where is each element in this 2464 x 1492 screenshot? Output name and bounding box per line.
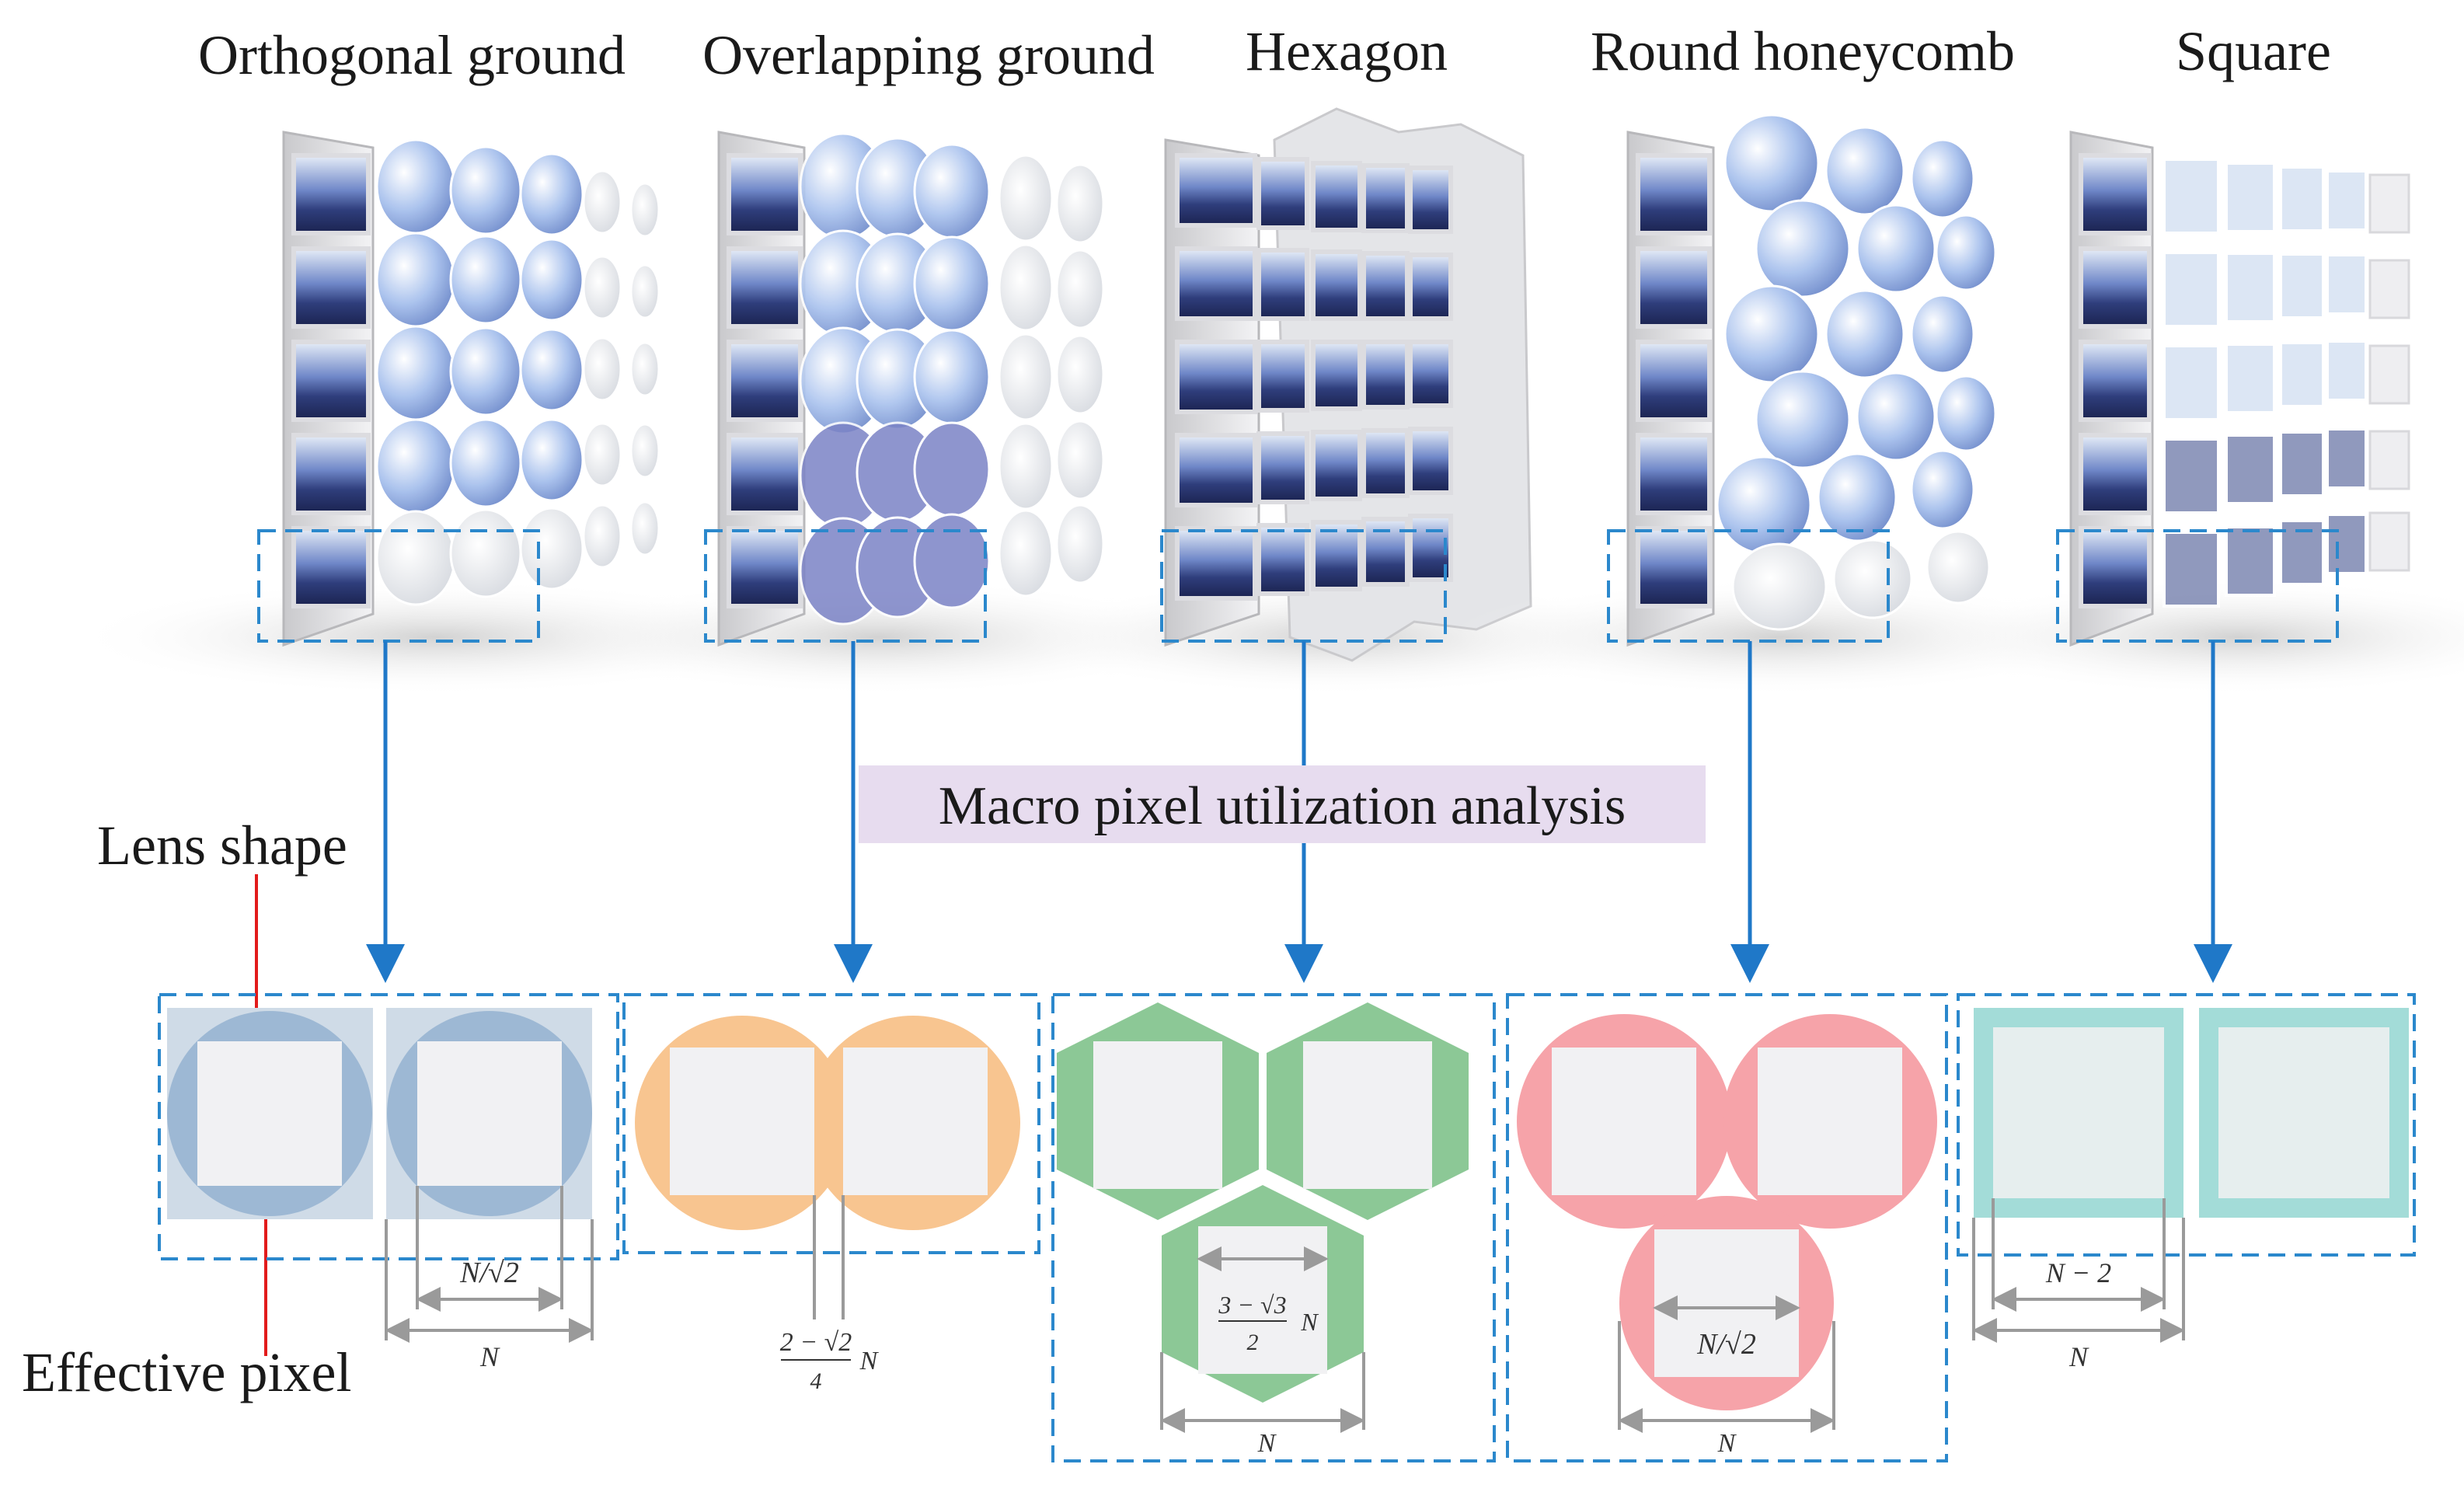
lens-diagram-square: N − 2 N [1957,993,2416,1372]
panel-overlapping [544,131,1212,695]
panel-square [1912,131,2464,695]
title-round-honeycomb: Round honeycomb [1591,20,2015,82]
dim-hex-outer: N [1257,1429,1277,1458]
title-hexagon: Hexagon [1246,20,1448,82]
label-lens-shape: Lens shape [97,814,347,877]
title-orthogonal-ground: Orthogonal ground [198,24,626,86]
dim-hex-variable: N [1300,1308,1319,1336]
lens-diagram-hexagon: 3 − √3 2 N N [1051,993,1496,1462]
title-square: Square [2176,20,2331,82]
dim-overlap-variable: N [859,1347,880,1375]
dim-orthogonal-inner: N/√2 [459,1257,519,1289]
dim-hex-denominator: 2 [1247,1330,1259,1355]
dim-round-outer: N [1717,1429,1737,1458]
dim-hex-numerator: 3 − √3 [1218,1291,1286,1319]
banner-background [859,765,1706,843]
dim-round-inner: N/√2 [1696,1328,1756,1361]
selection-box-orthogonal [257,529,540,643]
label-effective-pixel: Effective pixel [22,1341,351,1403]
effective-pixel-square [197,1041,342,1186]
title-overlapping-ground: Overlapping ground [702,24,1155,86]
lens-diagram-orthogonal: N/√2 N [158,993,619,1372]
panel-hexagon [1010,107,1663,695]
dim-square-outer: N [2068,1341,2089,1372]
banner-macro-pixel-utilization: Macro pixel utilization analysis [939,776,1626,836]
dim-orthogonal-outer: N [479,1341,500,1372]
selection-box-overlapping [704,529,987,643]
lens-diagram-overlapping: 2 − √2 4 N [622,993,1040,1394]
dim-square-inner: N − 2 [2045,1257,2111,1288]
lens-diagram-round-honeycomb: N/√2 N [1506,993,1948,1462]
panel-round-honeycomb [1445,113,2114,695]
panel-orthogonal [70,131,800,695]
dim-overlap-numerator: 2 − √2 [780,1328,852,1357]
selection-box-square [2056,529,2339,643]
dim-overlap-denominator: 4 [810,1368,822,1394]
